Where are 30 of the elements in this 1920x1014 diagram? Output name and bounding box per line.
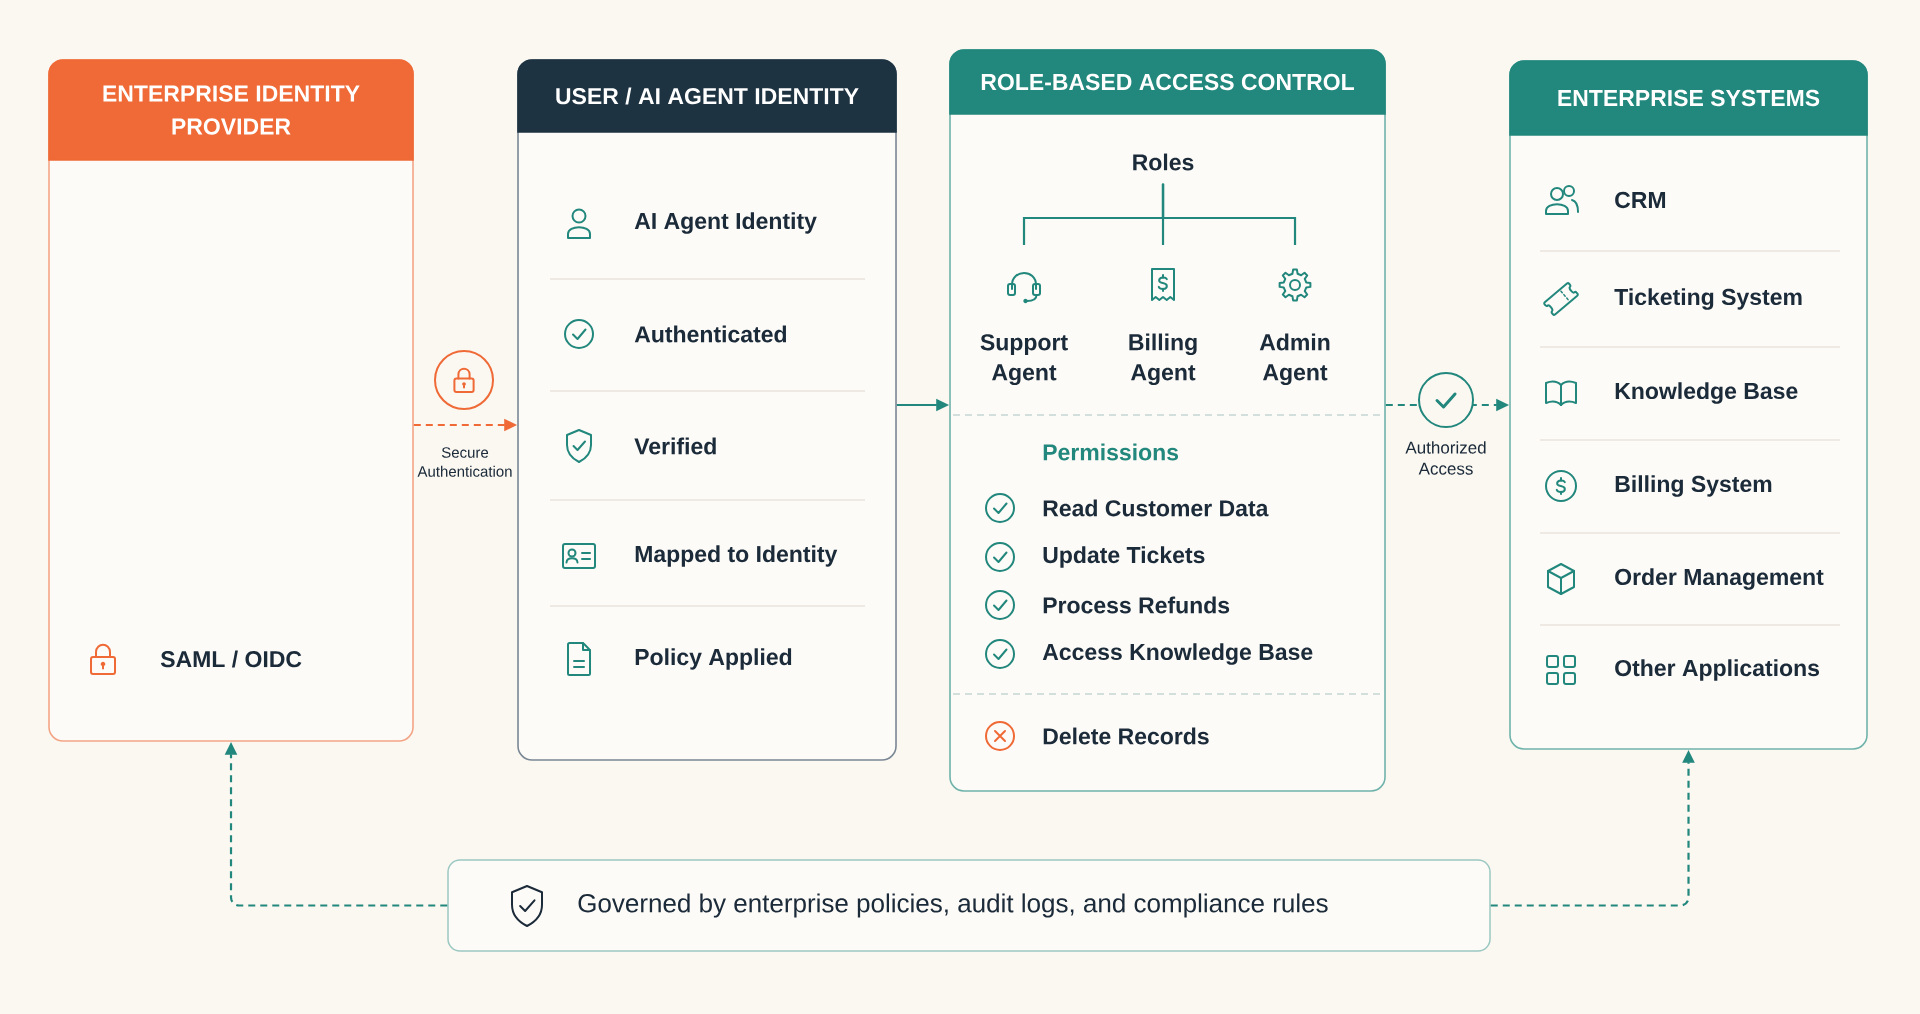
roles-heading: Roles xyxy=(1133,153,1194,171)
item-label: AI Agent Identity xyxy=(634,212,817,234)
connector-line xyxy=(1161,183,1297,245)
role-label: Billing Agent xyxy=(1129,333,1197,386)
policy-banner: Governed by enterprise policies, audit logs, and compliance rules xyxy=(447,859,1491,952)
section-heading: Permissions xyxy=(1043,443,1179,461)
item-label: Update Tickets xyxy=(1043,546,1205,568)
item-label: SAML / OIDC xyxy=(160,650,302,668)
item-label: CRM xyxy=(1615,191,1666,209)
item-label: Process Refunds xyxy=(1043,596,1230,614)
item-label: Read Customer Data xyxy=(1043,499,1269,517)
panel-header: ENTERPRISE SYSTEMS xyxy=(1509,60,1868,136)
item-label: Other Applications xyxy=(1615,659,1819,681)
panel-header: ROLE-BASED ACCESS CONTROL xyxy=(949,49,1386,115)
item-label: Billing System xyxy=(1615,475,1772,497)
item-label: Mapped to Identity xyxy=(635,545,838,567)
item-label: Order Management xyxy=(1615,568,1824,590)
item-label: Access Knowledge Base xyxy=(1042,643,1313,665)
panel-header: USER / AI AGENT IDENTITY xyxy=(517,59,897,133)
item-label: Policy Applied xyxy=(635,648,792,670)
item-label: Authenticated xyxy=(634,325,787,343)
item-label: Verified xyxy=(634,437,716,455)
item-label: Delete Records xyxy=(1043,727,1209,745)
role-label: Support Agent xyxy=(980,334,1068,386)
panel-header: ENTERPRISE IDENTITY PROVIDER xyxy=(48,59,414,161)
role-label: Admin Agent xyxy=(1259,333,1330,386)
edge-label: Authorized Access xyxy=(1405,441,1486,475)
item-label: Ticketing System xyxy=(1614,288,1802,310)
edge-label: Secure Authentication xyxy=(417,447,512,477)
item-label: Knowledge Base xyxy=(1615,382,1798,404)
